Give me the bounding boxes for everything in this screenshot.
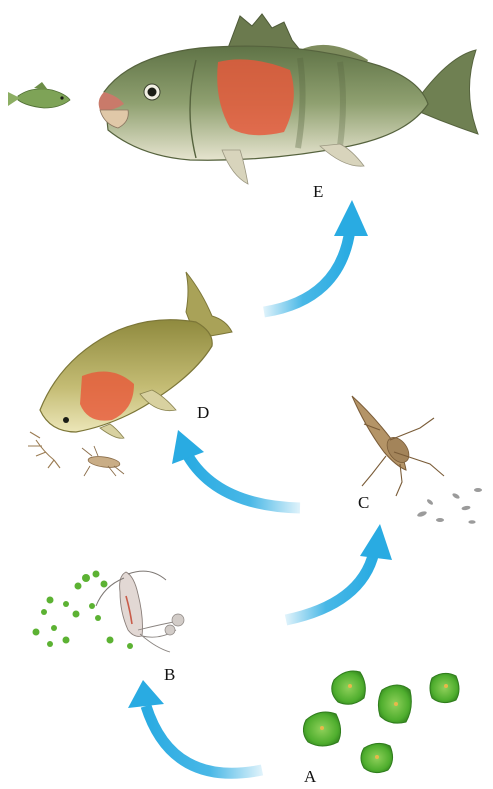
insect-larva-icon <box>82 446 124 476</box>
arrow-c-to-d <box>172 430 300 508</box>
label-d: D <box>197 403 209 422</box>
algae-specks-icon <box>33 571 134 650</box>
arrow-b-to-c <box>286 524 392 620</box>
arrow-d-to-e <box>264 200 368 312</box>
arrow-a-to-b <box>128 680 262 773</box>
algae-cell-icon <box>303 671 459 773</box>
label-c: C <box>358 493 369 512</box>
predator-fish-icon <box>99 14 478 184</box>
copepod-swarm-icon <box>417 488 482 524</box>
shrimp-icon <box>28 432 60 468</box>
label-a: A <box>304 767 317 786</box>
dragonfly-larva-icon <box>352 396 444 496</box>
label-b: B <box>164 665 175 684</box>
small-fish-icon <box>8 82 70 108</box>
label-e: E <box>313 182 323 201</box>
